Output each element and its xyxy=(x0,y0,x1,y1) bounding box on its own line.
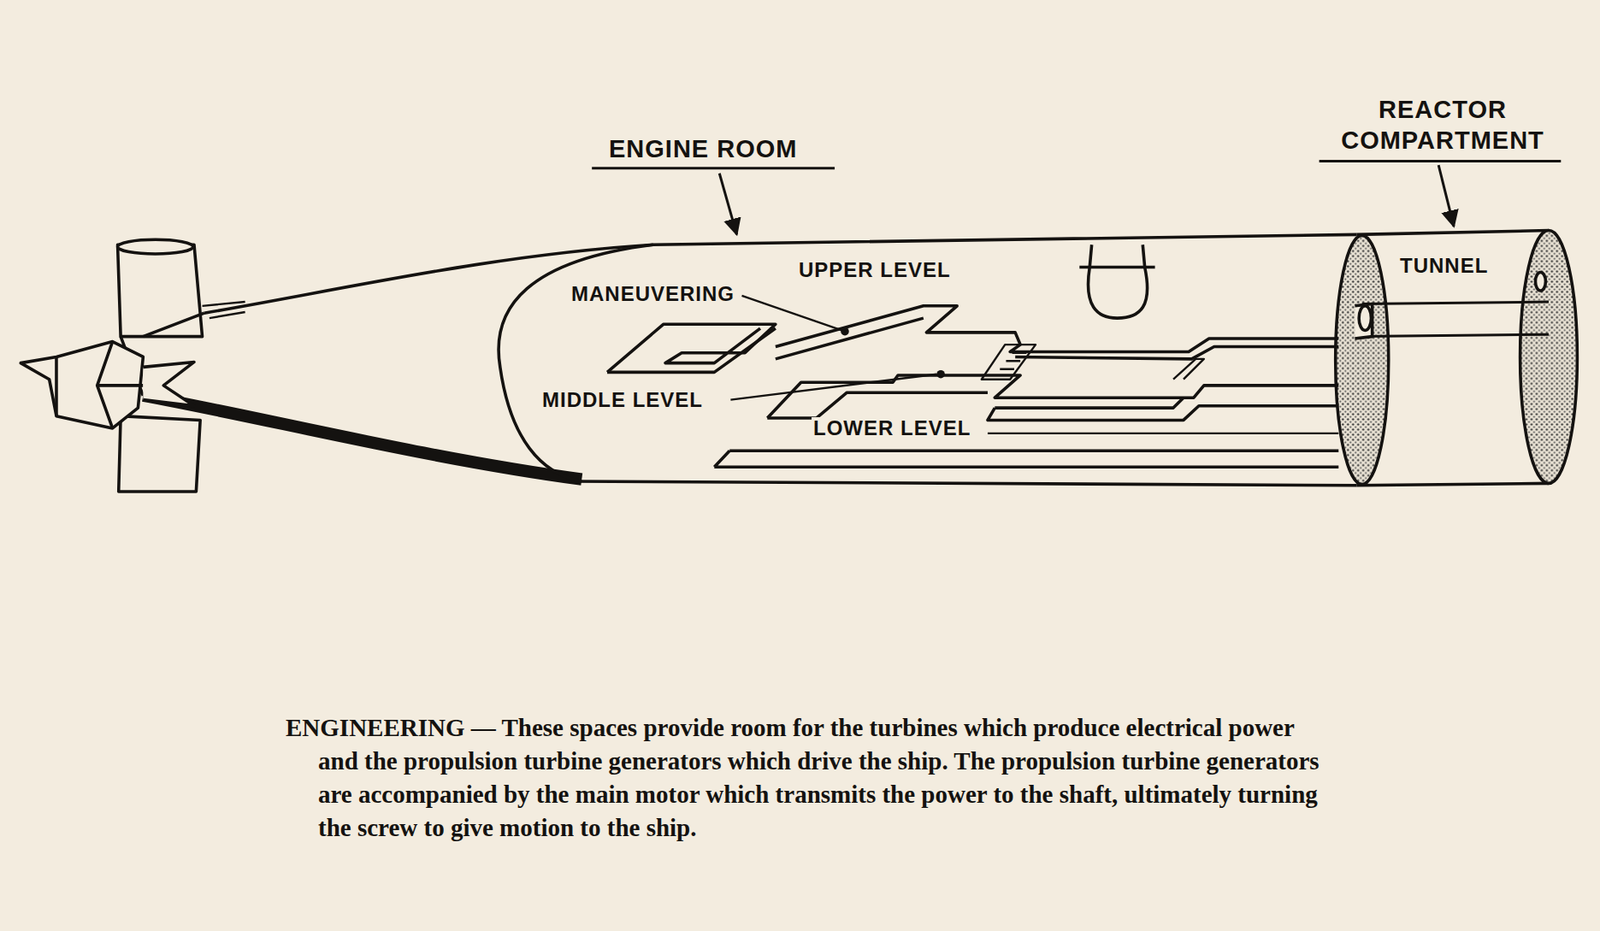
compartment-label: ENGINE ROOM xyxy=(608,135,798,164)
level-label: UPPER LEVEL xyxy=(798,259,951,282)
compartment-label: REACTOR COMPARTMENT xyxy=(1322,94,1564,157)
level-label: LOWER LEVEL xyxy=(811,417,973,440)
station-label: MANEUVERING xyxy=(569,283,737,306)
figure-caption: ENGINEERING — These spaces provide room … xyxy=(285,711,1321,845)
space-label: TUNNEL xyxy=(1398,254,1490,278)
level-label: MIDDLE LEVEL xyxy=(540,389,705,412)
